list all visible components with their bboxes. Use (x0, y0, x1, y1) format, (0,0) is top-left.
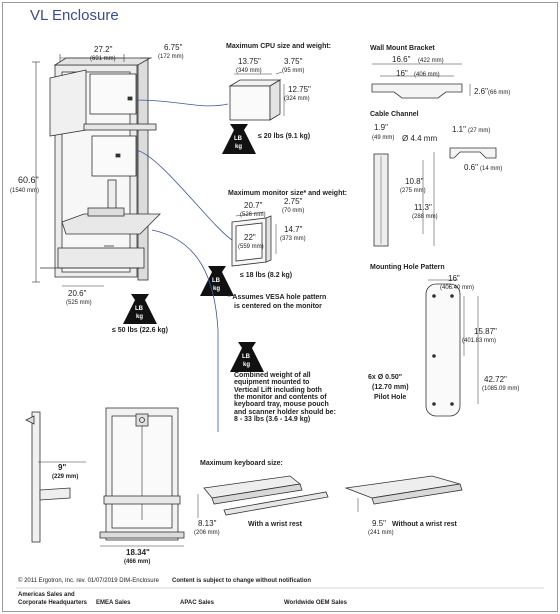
mount-bottom-in: 42.72" (484, 375, 507, 384)
lb-icon-4-bottom: kg (243, 362, 251, 368)
monitor-note-1: * Assumes VESA hole pattern (228, 294, 327, 301)
cpu-height-mm: (324 mm) (284, 96, 310, 102)
page-title: VL Enclosure (30, 7, 119, 24)
cpu-depth-mm: (95 mm) (282, 68, 305, 74)
side-depth-in: 9" (58, 463, 67, 472)
hole-label-2: (12.70 mm) (372, 384, 409, 391)
bracket-height-mm: (66 mm) (488, 90, 511, 96)
footer-copyright: © 2011 Ergotron, Inc. rev. 01/07/2019 DI… (18, 578, 159, 584)
channel-length2-in: 11.3" (414, 203, 432, 212)
mounting-pattern-drawing (425, 279, 479, 417)
clip-depth-in: 0.6" (464, 163, 478, 172)
channel-length1-in: 10.8" (405, 177, 424, 186)
combined-weight-note: Combined weight of all equipment mounted… (234, 372, 336, 424)
bracket-width2-mm: (406 mm) (414, 72, 440, 78)
keyboard-with-in: 8.13" (198, 519, 217, 528)
lb-icon-3-bottom: kg (136, 314, 144, 320)
keyboard-with-label: With a wrist rest (248, 521, 303, 528)
hole-label-1: 6x Ø 0.50" (368, 374, 403, 381)
lb-icon-2-bottom: kg (213, 286, 221, 292)
footer-americas-2: Corporate Headquarters (18, 600, 88, 606)
depth-inches: 6.75" (164, 43, 183, 52)
hole-label-3: Pilot Hole (374, 394, 407, 401)
height-mm: (1540 mm) (10, 188, 40, 194)
width-mm: (691 mm) (90, 56, 116, 62)
channel-diameter: Ø 4.4 mm (402, 134, 438, 143)
footer-apac: APAC Sales (180, 600, 214, 606)
monitor-depth-in: 2.75" (284, 197, 303, 206)
channel-width-in: 1.9" (374, 123, 388, 132)
keyboard-without-in: 9.5" (372, 519, 386, 528)
monitor-diagonal-in: 22" (244, 233, 256, 242)
bracket-width1-in: 16.6" (392, 55, 411, 64)
footer-oem: Worldwide OEM Sales (284, 600, 347, 606)
front-view-drawing (99, 407, 185, 547)
lb-icon-1-top: LB (234, 136, 242, 142)
keyboard-with-mm: (206 mm) (194, 530, 220, 536)
side-depth-mm: (229 mm) (52, 474, 79, 480)
lb-icon-1-bottom: kg (235, 144, 243, 150)
clip-width-in: 1.1" (452, 125, 466, 134)
monitor-width-in: 20.7" (244, 201, 263, 210)
monitor-heading: Maximum monitor size* and weight: (228, 190, 348, 197)
enclosure-drawing (40, 57, 161, 281)
weight-icons (123, 124, 264, 372)
front-width-mm: (466 mm) (124, 559, 151, 565)
front-width-in: 18.34" (126, 548, 150, 557)
cpu-drawing (228, 71, 285, 121)
monitor-note-2: is centered on the monitor (234, 303, 322, 310)
total-weight: ≤ 50 lbs (22.6 kg) (112, 327, 168, 334)
side-profile-drawing (25, 411, 86, 543)
lb-icon-2-top: LB (212, 278, 220, 284)
mount-top-mm: (406.40 mm) (440, 285, 475, 291)
footer-emea: EMEA Sales (96, 600, 131, 606)
height-inches: 60.6" (18, 175, 39, 185)
lb-icon-3-top: LB (135, 306, 143, 312)
footer-notice: Content is subject to change without not… (172, 578, 311, 584)
keyboard-without-rest-drawing (344, 475, 463, 512)
mount-mid-in: 15.87" (474, 327, 497, 336)
keyboard-with-rest-drawing (197, 475, 329, 518)
clip-width-mm: (27 mm) (468, 128, 491, 134)
keyboard-heading: Maximum keyboard size: (200, 460, 283, 467)
base-mm: (525 mm) (66, 300, 92, 306)
mount-bottom-mm: (1085.09 mm) (482, 386, 520, 392)
monitor-height-mm: (373 mm) (280, 236, 306, 242)
wall-bracket-drawing (371, 63, 471, 99)
cpu-depth-in: 3.75" (284, 57, 303, 66)
bracket-width2-in: 16" (396, 69, 408, 78)
cpu-width-mm: (349 mm) (236, 68, 262, 74)
cable-channel-heading: Cable Channel (370, 111, 419, 118)
footer-americas-1: Americas Sales and (18, 592, 75, 598)
bracket-height-in: 2.6" (474, 87, 488, 96)
keyboard-without-mm: (241 mm) (368, 530, 394, 536)
monitor-width-mm: (526 mm) (240, 212, 266, 218)
depth-mm: (172 mm) (158, 54, 184, 60)
mount-mid-mm: (401.83 mm) (462, 338, 497, 344)
mount-top-in: 16" (448, 274, 460, 283)
monitor-depth-mm: (70 mm) (282, 208, 305, 214)
width-inches: 27.2" (94, 45, 113, 54)
cpu-height-in: 12.75" (288, 85, 311, 94)
cpu-heading: Maximum CPU size and weight: (226, 43, 332, 50)
cpu-width-in: 13.75" (238, 57, 261, 66)
base-inches: 20.6" (68, 289, 87, 298)
channel-length2-mm: (288 mm) (412, 214, 438, 220)
monitor-height-in: 14.7" (284, 225, 303, 234)
cpu-weight: ≤ 20 lbs (9.1 kg) (258, 133, 311, 140)
lb-icon-4-top: LB (242, 354, 250, 360)
channel-length1-mm: (275 mm) (400, 188, 426, 194)
monitor-weight: ≤ 18 lbs (8.2 kg) (240, 272, 293, 279)
monitor-diagonal-mm: (559 mm) (238, 244, 264, 250)
bracket-width1-mm: (422 mm) (418, 58, 444, 64)
clip-depth-mm: (14 mm) (480, 166, 503, 172)
channel-width-mm: (49 mm) (372, 135, 395, 141)
keyboard-without-label: Without a wrist rest (392, 521, 457, 528)
monitor-drawing (231, 211, 277, 267)
cable-channel-drawing (373, 147, 497, 247)
wall-bracket-heading: Wall Mount Bracket (370, 45, 435, 52)
mounting-heading: Mounting Hole Pattern (370, 264, 445, 271)
